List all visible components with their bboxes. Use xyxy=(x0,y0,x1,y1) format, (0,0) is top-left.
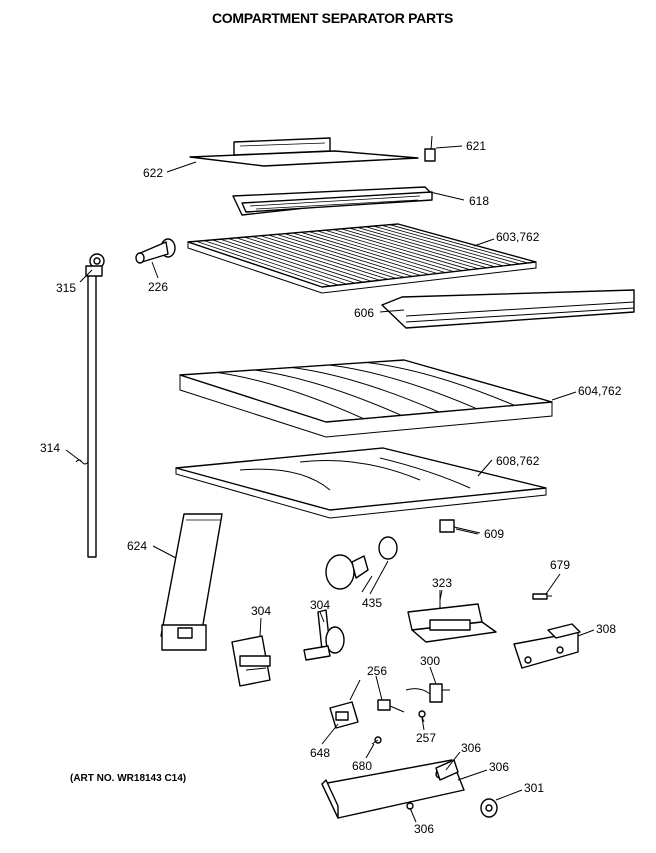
part-306-base xyxy=(321,759,465,819)
callout-306-bottom: 306 xyxy=(414,822,435,836)
callout-621: 621 xyxy=(466,139,487,153)
part-621-plug xyxy=(424,135,436,162)
callout-680: 680 xyxy=(352,759,373,773)
callout-301: 301 xyxy=(524,781,545,795)
part-679-screw xyxy=(532,593,552,600)
part-604-tray xyxy=(179,359,553,438)
callout-257: 257 xyxy=(416,731,437,745)
callout-304-housing: 304 xyxy=(251,604,272,618)
callout-435: 435 xyxy=(362,596,383,610)
leader-lines xyxy=(65,145,595,823)
part-304-switch xyxy=(303,609,345,661)
callout-226: 226 xyxy=(148,280,169,294)
part-608-tray xyxy=(175,447,547,519)
callout-323: 323 xyxy=(432,576,453,590)
part-226-pin xyxy=(135,238,176,264)
part-618-rail xyxy=(232,186,433,216)
part-304-housing xyxy=(231,635,271,687)
callout-648: 648 xyxy=(310,746,331,760)
callout-306-right: 306 xyxy=(489,760,510,774)
callout-306-top: 306 xyxy=(461,741,482,755)
callout-618: 618 xyxy=(469,194,490,208)
part-603-shelf xyxy=(187,223,537,294)
callout-603-762: 603,762 xyxy=(496,230,540,244)
part-300-harness xyxy=(405,683,450,703)
callout-606: 606 xyxy=(354,306,375,320)
part-435-bulb xyxy=(325,536,398,595)
part-323-box xyxy=(407,590,497,643)
part-314-rod xyxy=(75,253,105,558)
callout-624: 624 xyxy=(127,539,148,553)
callout-622: 622 xyxy=(143,166,164,180)
callout-608-762: 608,762 xyxy=(496,454,540,468)
callout-308: 308 xyxy=(596,622,617,636)
part-308-bracket xyxy=(513,623,581,669)
part-624-panel xyxy=(160,513,223,651)
diagram-title: COMPARTMENT SEPARATOR PARTS xyxy=(212,10,454,26)
part-257-screw xyxy=(418,710,426,723)
callout-315: 315 xyxy=(56,281,77,295)
callout-604-762: 604,762 xyxy=(578,384,622,398)
part-622-cover xyxy=(189,137,419,167)
part-301-knob xyxy=(480,798,498,818)
callout-679: 679 xyxy=(550,558,571,572)
part-609-clip xyxy=(439,519,481,534)
callout-300: 300 xyxy=(420,654,441,668)
callout-609: 609 xyxy=(484,527,505,541)
art-number: (ART NO. WR18143 C14) xyxy=(70,773,187,784)
part-606-trim xyxy=(381,289,635,329)
part-680-screw xyxy=(371,736,382,745)
callout-256: 256 xyxy=(367,664,388,678)
part-648-motor xyxy=(329,679,361,729)
callout-314: 314 xyxy=(40,441,61,455)
part-256-connector xyxy=(377,699,405,713)
callout-304-switch: 304 xyxy=(310,598,331,612)
